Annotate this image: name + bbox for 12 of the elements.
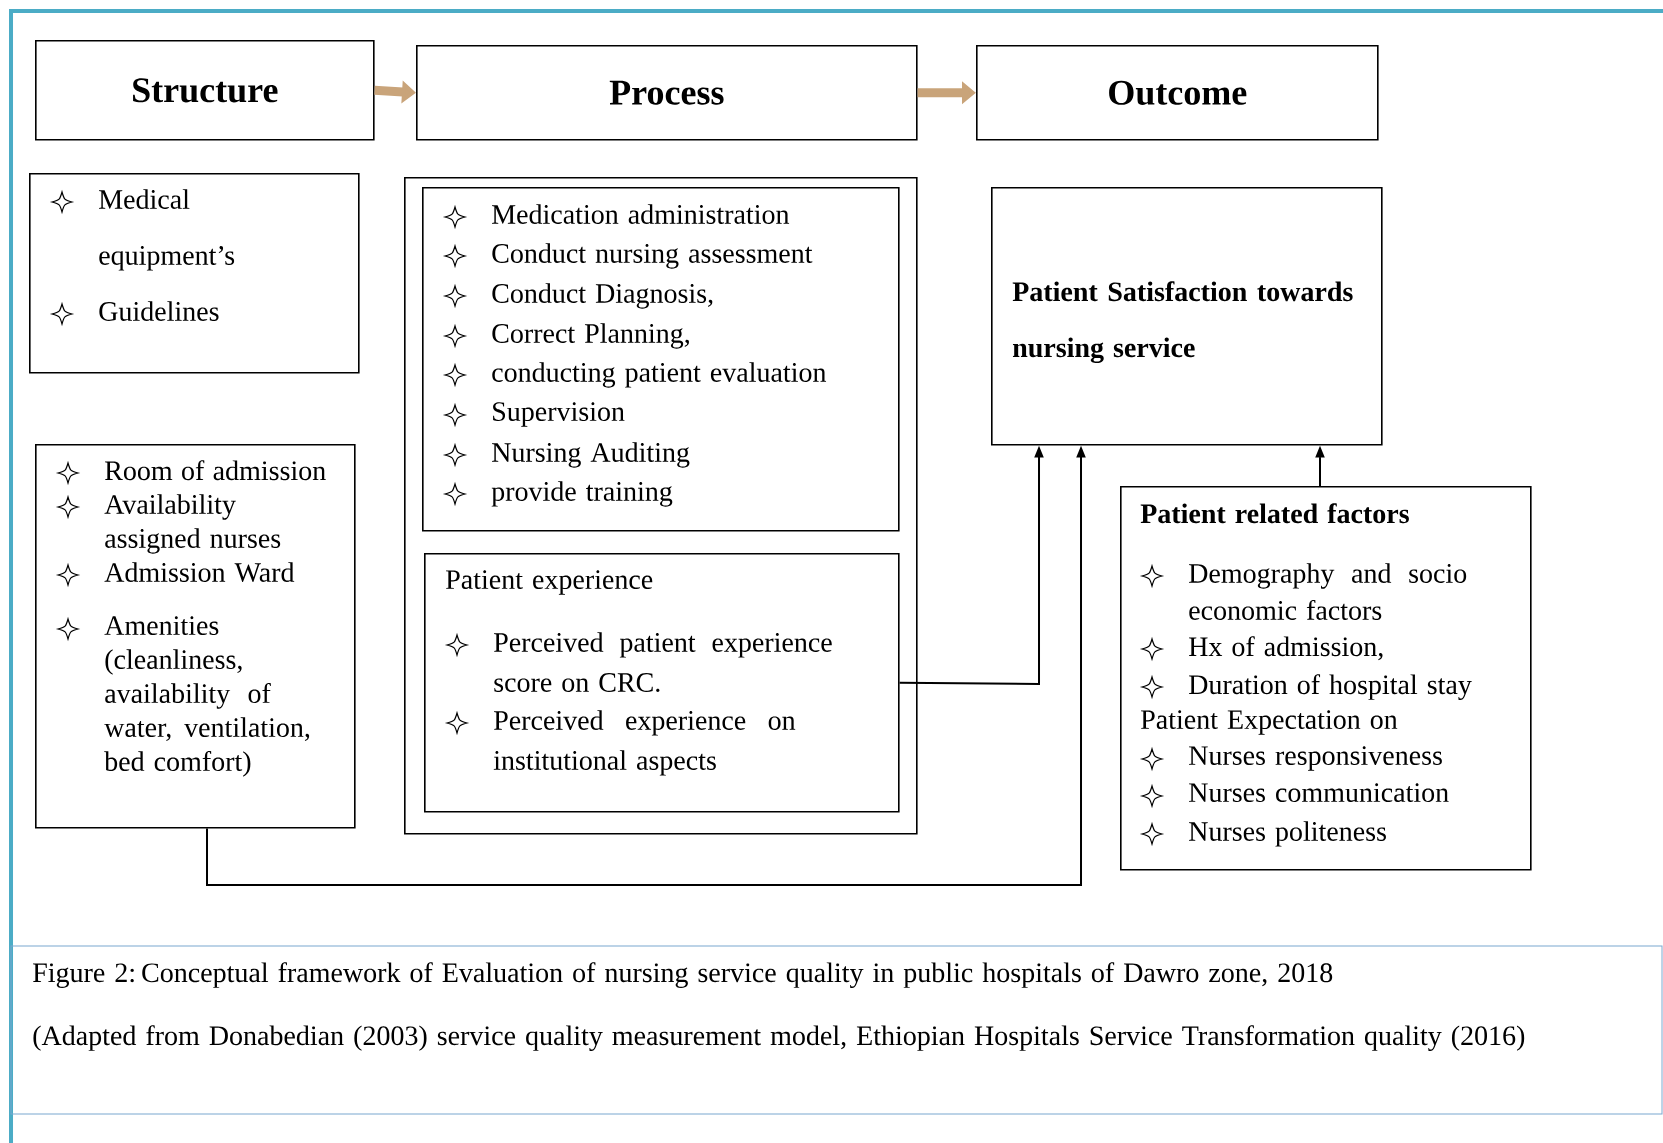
header-box: Structure bbox=[35, 40, 375, 141]
group-box bbox=[404, 177, 918, 835]
list-box: Patient related factors Demography and socio economic factors Hx of admission, Duration of hospital stay Patient Expectation on Nurses responsiveness Nurses communication Nurses politeness bbox=[1120, 486, 1532, 871]
outcome-box: Patient Satisfaction towards nursing service bbox=[991, 187, 1383, 446]
figure-caption: Figure 2: Conceptual framework of Evaluation of nursing service quality in public hospitals of Dawro zone, 2018 bbox=[33, 962, 1333, 988]
list-box: Medication administration Conduct nursing assessment Conduct Diagnosis, Correct Planning, conducting patient evaluation Supervision Nursing Auditing provide training bbox=[422, 187, 900, 532]
header-box: Process bbox=[416, 45, 918, 141]
list-box: Patient experience Perceived patient experience score on CRC. Perceived experience on institutional aspects bbox=[424, 553, 900, 813]
list-box: Medical equipment’s Guidelines bbox=[29, 173, 360, 374]
source-note: (Adapted from Donabedian (2003) service quality measurement model, Ethiopian Hospitals Service Transformation quality (2016) bbox=[33, 1025, 1525, 1051]
list-box: Room of admission Availability assigned nurses Admission Ward Amenities (cleanliness, availability of water, ventilation, bed comfort) bbox=[35, 444, 356, 829]
header-box: Outcome bbox=[976, 45, 1379, 141]
